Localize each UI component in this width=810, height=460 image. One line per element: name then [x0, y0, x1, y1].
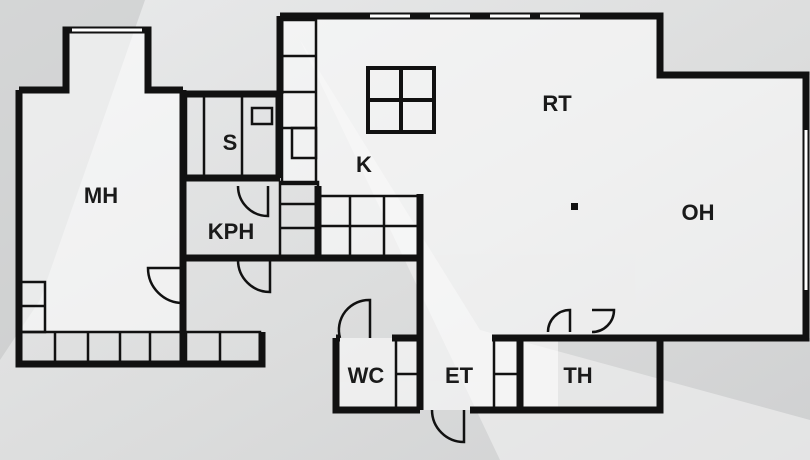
windows	[72, 14, 808, 290]
room-label-oh: OH	[682, 200, 715, 225]
room-label-et: ET	[445, 363, 474, 388]
room-label-kph: KPH	[208, 219, 254, 244]
cabinets	[19, 18, 520, 410]
room-label-s: S	[223, 130, 238, 155]
room-label-th: TH	[563, 363, 592, 388]
room-label-wc: WC	[348, 363, 385, 388]
room-label-mh: MH	[84, 183, 118, 208]
doors	[146, 185, 616, 444]
room-label-k: K	[356, 152, 372, 177]
room-label-rt: RT	[542, 91, 572, 116]
ceiling-point-marker	[571, 203, 578, 210]
